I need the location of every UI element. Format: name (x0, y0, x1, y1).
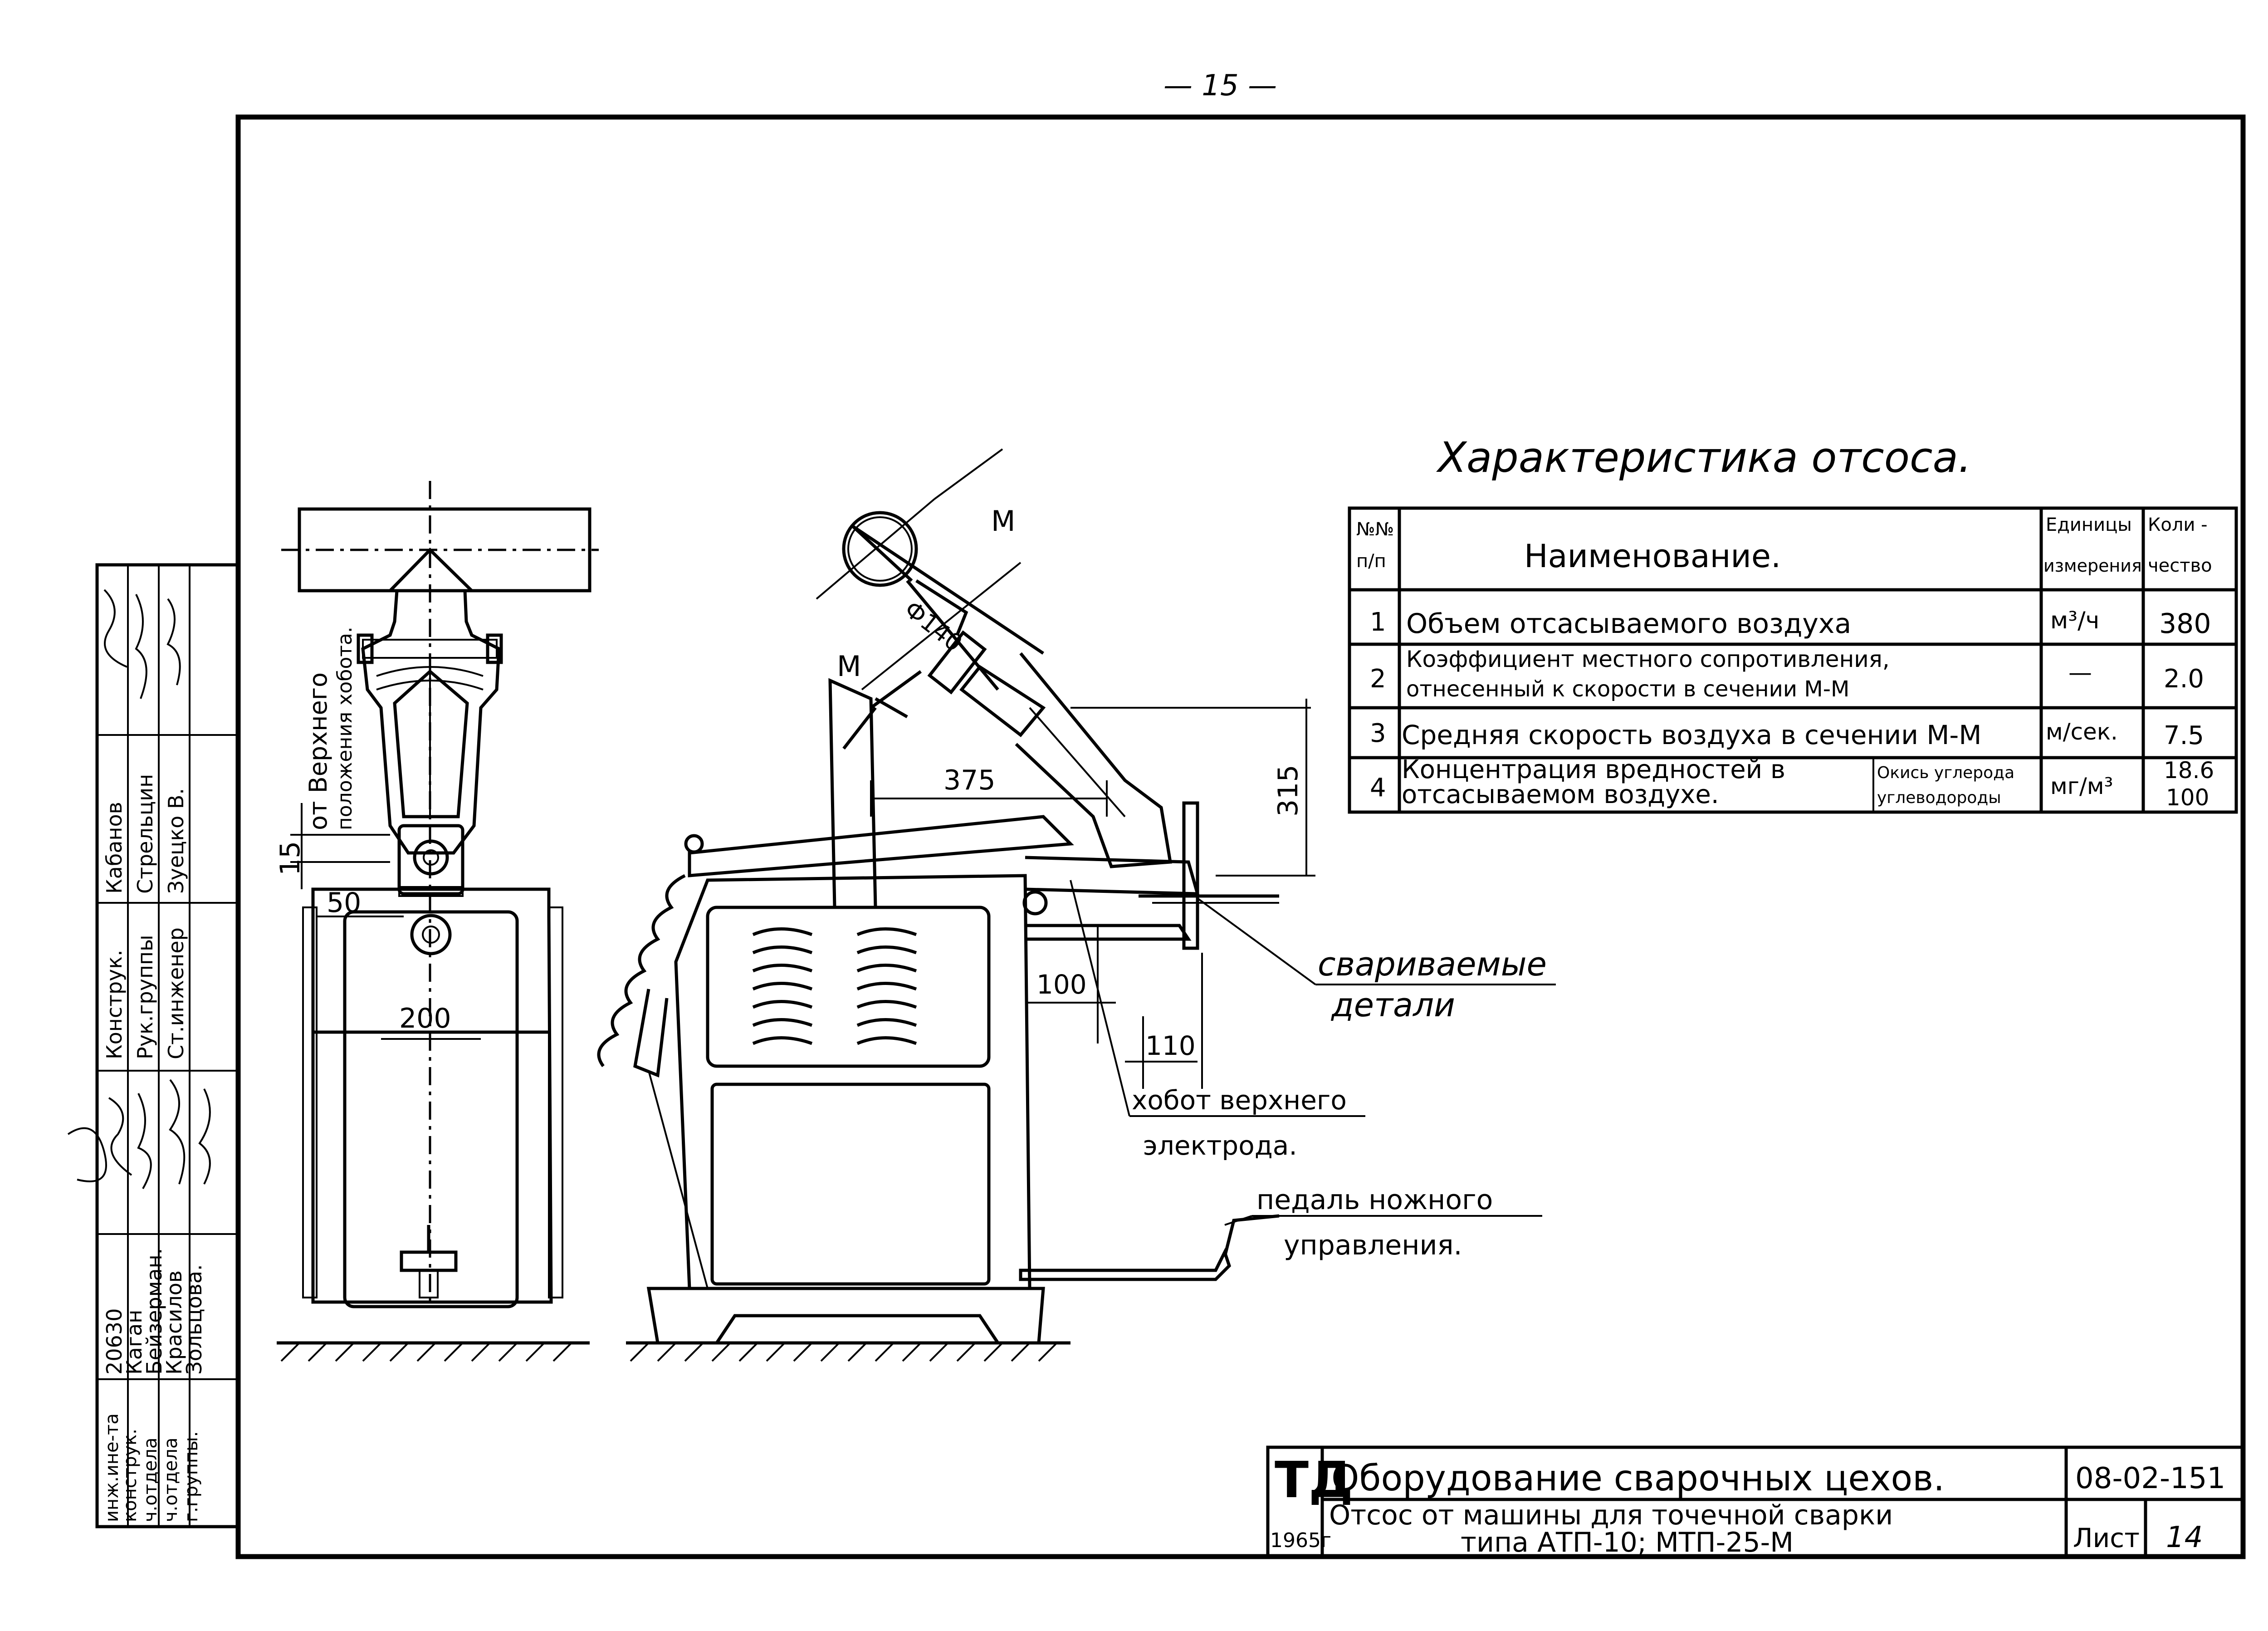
pedal-label-1: педаль ножного (1256, 1184, 1493, 1216)
stamp-sheet-number: 14 (2166, 1521, 2203, 1554)
stamp-subtitle-2: типа АТП-10; МТП-25-М (1461, 1527, 1794, 1558)
side-signature-block: Конструк. Рук.группы Ст.инженер Кабанов … (67, 563, 240, 1528)
stamp-subtitle-1: Отсос от машины для точечной сварки (1329, 1499, 1893, 1531)
dim-315: 315 (1272, 764, 1304, 817)
role2-4: ч.отдела (161, 1438, 181, 1522)
row1-name: Объем отсасываемого воздуха (1406, 608, 1851, 640)
table-title: Характеристика отсоса. (1436, 433, 1971, 482)
role2-2: конструк. (120, 1429, 141, 1522)
stamp-code: 08-02-151 (2075, 1462, 2225, 1495)
side-view (597, 448, 1556, 1362)
title-stamp: ТД 1965г Оборудование сварочных цехов. О… (1266, 1445, 2245, 1558)
section-mark-top: М (991, 504, 1016, 538)
role2-5: г.группы. (181, 1431, 202, 1522)
characteristics-table: Характеристика отсоса. №№ п/п Наименован… (1348, 433, 2238, 814)
row4-name-2: отсасываемом воздухе. (1402, 780, 1719, 809)
row4-unit: мг/м³ (2050, 773, 2113, 799)
row1-unit: м³/ч (2050, 607, 2099, 634)
hdr-units-2: измерения (2043, 556, 2142, 576)
row2-num: 2 (1370, 664, 1386, 694)
role-2: Рук.группы (133, 935, 157, 1059)
row4-num: 4 (1370, 773, 1386, 803)
stamp-logo: ТД (1275, 1451, 1353, 1509)
row3-unit: м/сек. (2046, 719, 2118, 745)
hdr-qty-2: чество (2148, 555, 2212, 576)
vertical-note-1: от Верхнего (304, 672, 332, 830)
upper-arm-label-2: электрода. (1143, 1130, 1297, 1161)
dim-200: 200 (399, 1003, 451, 1034)
dim-50: 50 (327, 887, 361, 919)
row3-qty: 7.5 (2164, 721, 2204, 750)
stamp-year: 1965г (1270, 1529, 1331, 1552)
page-number: — 15 — (1163, 69, 1277, 103)
row3-num: 3 (1370, 719, 1386, 748)
name-3: Зуецко В. (164, 788, 188, 894)
role-3: Ст.инженер (164, 927, 188, 1059)
row4-name-1: Концентрация вредностей в (1402, 755, 1785, 784)
dim-15: 15 (274, 841, 306, 876)
name2-2: Каган (122, 1310, 147, 1375)
welded-parts-label-2: детали (1330, 986, 1455, 1024)
hdr-name: Наименование. (1524, 538, 1781, 575)
pedal-label-2: управления. (1284, 1229, 1462, 1261)
name2-1: 20630 (102, 1308, 127, 1375)
upper-arm-label-1: хобот верхнего (1132, 1085, 1347, 1116)
row4-sub-1: Окись углерода (1877, 764, 2014, 782)
name-2: Стрельцин (133, 774, 157, 894)
name2-5: Зольцова. (182, 1264, 206, 1375)
name2-4: Красилов (162, 1270, 186, 1375)
row1-num: 1 (1370, 607, 1386, 637)
signature-scribbles (67, 589, 211, 1189)
stamp-title: Оборудование сварочных цехов. (1331, 1458, 1945, 1499)
stamp-sheet-label: Лист (2073, 1523, 2140, 1553)
hdr-num-2: п/п (1356, 551, 1386, 572)
hdr-units-1: Единицы (2046, 514, 2132, 535)
vertical-note-2: положения хобота. (333, 627, 357, 830)
name2-3: Бейзерман. (142, 1248, 166, 1375)
hdr-qty-1: Коли - (2148, 514, 2208, 535)
welded-parts-label-1: свариваемые (1318, 945, 1547, 983)
row2-name-2: отнесенный к скорости в сечении М-М (1406, 676, 1849, 702)
row4-qty-1: 18.6 (2164, 757, 2214, 784)
row2-unit: — (2068, 659, 2092, 686)
sheet-frame (235, 114, 2246, 1559)
dim-110: 110 (1145, 1030, 1196, 1061)
row3-name: Средняя скорость воздуха в сечении М-М (1402, 720, 1981, 750)
section-mark-left: М (837, 650, 861, 683)
role-1: Конструк. (102, 950, 127, 1059)
row1-qty: 380 (2159, 608, 2211, 640)
name-1: Кабанов (102, 802, 127, 894)
hdr-num-1: №№ (1356, 519, 1394, 540)
front-view (277, 481, 599, 1362)
row4-sub-2: углеводороды (1877, 789, 2001, 807)
dim-375: 375 (943, 764, 996, 796)
row2-name-1: Коэффициент местного сопротивления, (1406, 646, 1890, 672)
row4-qty-2: 100 (2166, 784, 2209, 811)
row2-qty: 2.0 (2164, 664, 2204, 694)
role2-3: ч.отдела (140, 1438, 161, 1522)
dim-100: 100 (1036, 969, 1087, 1000)
role2-1: инж.ине-та (102, 1413, 122, 1522)
